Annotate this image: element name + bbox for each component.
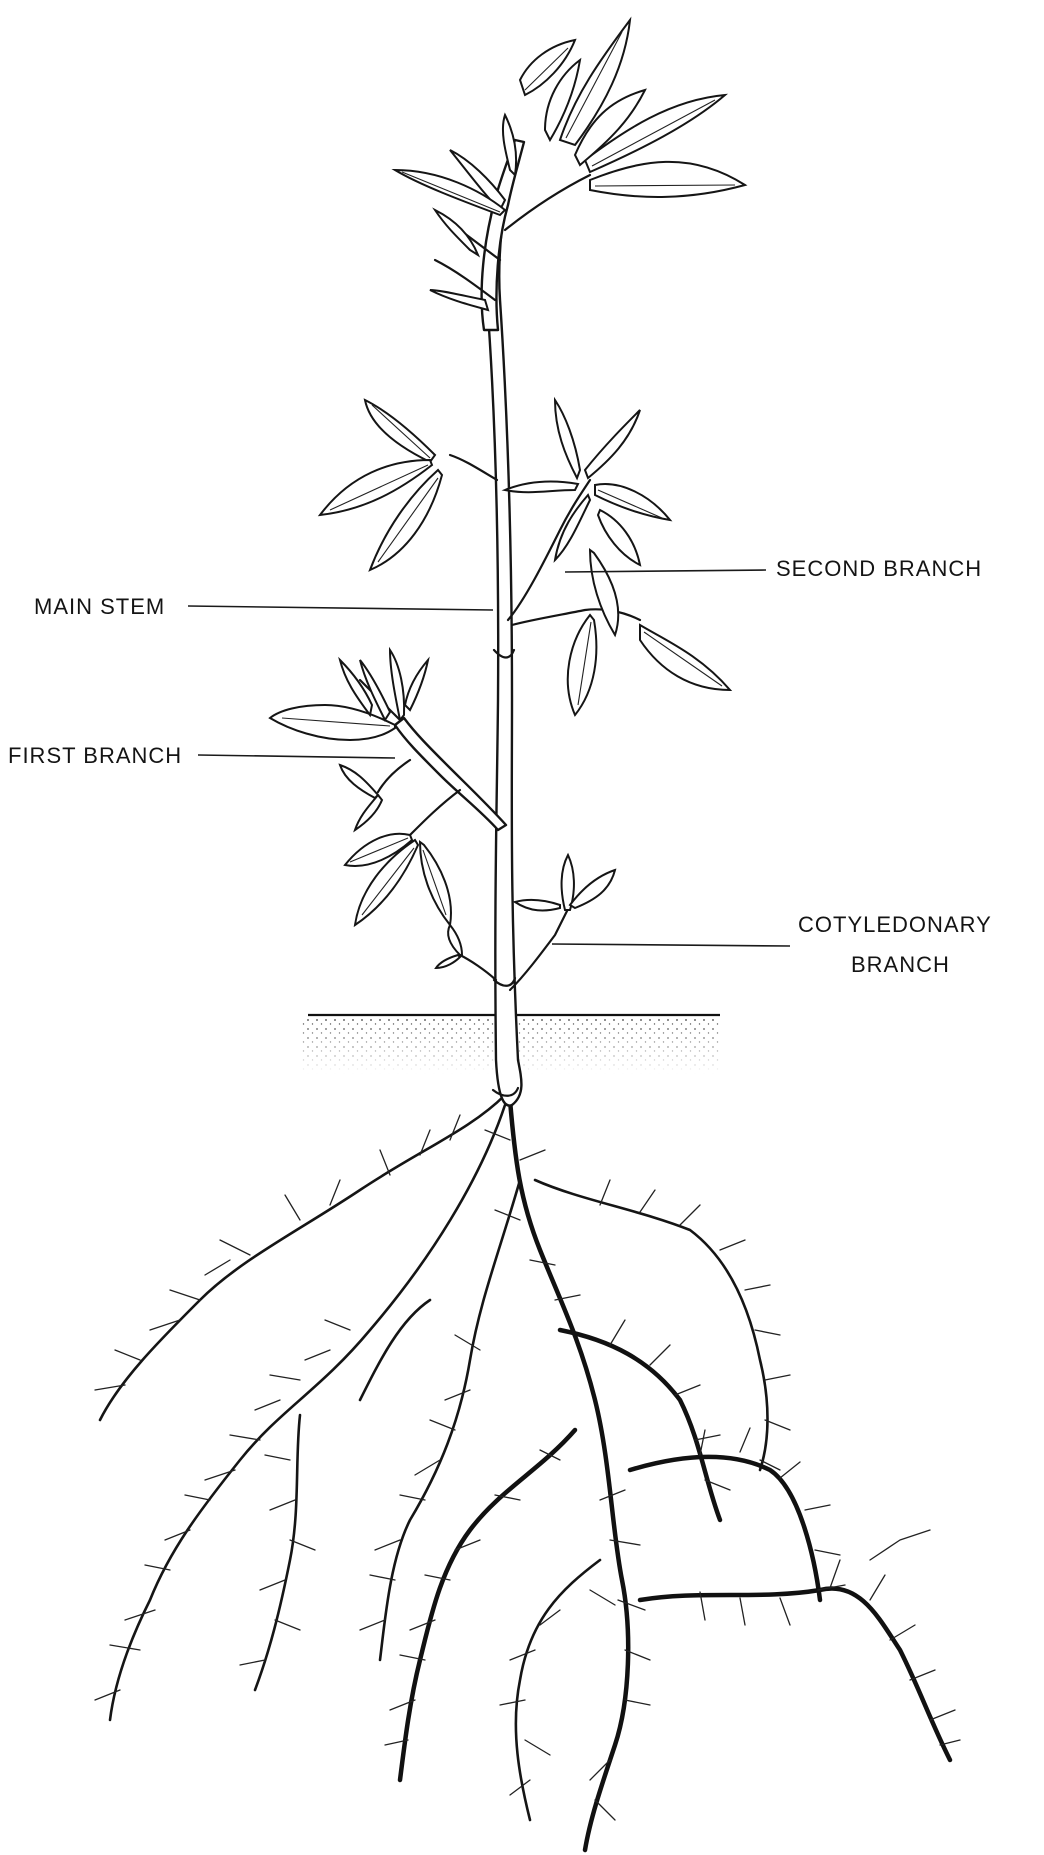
label-second-branch: SECOND BRANCH [565, 556, 982, 581]
main-stem-label: MAIN STEM [34, 594, 165, 619]
cotyledonary-branch-label-line1: COTYLEDONARY [798, 912, 992, 937]
label-main-stem: MAIN STEM [34, 594, 493, 619]
label-cotyledonary-branch: COTYLEDONARY BRANCH [552, 912, 992, 977]
cotyledonary-branch-label-line2: BRANCH [851, 952, 950, 977]
main-stem-leader [188, 606, 493, 610]
first-branch-label: FIRST BRANCH [8, 743, 182, 768]
first-branch-leader [198, 755, 395, 758]
second-branch-label: SECOND BRANCH [776, 556, 982, 581]
label-first-branch: FIRST BRANCH [8, 743, 395, 768]
cotyledonary-branch-leader [552, 944, 790, 946]
root-system [95, 1095, 960, 1850]
